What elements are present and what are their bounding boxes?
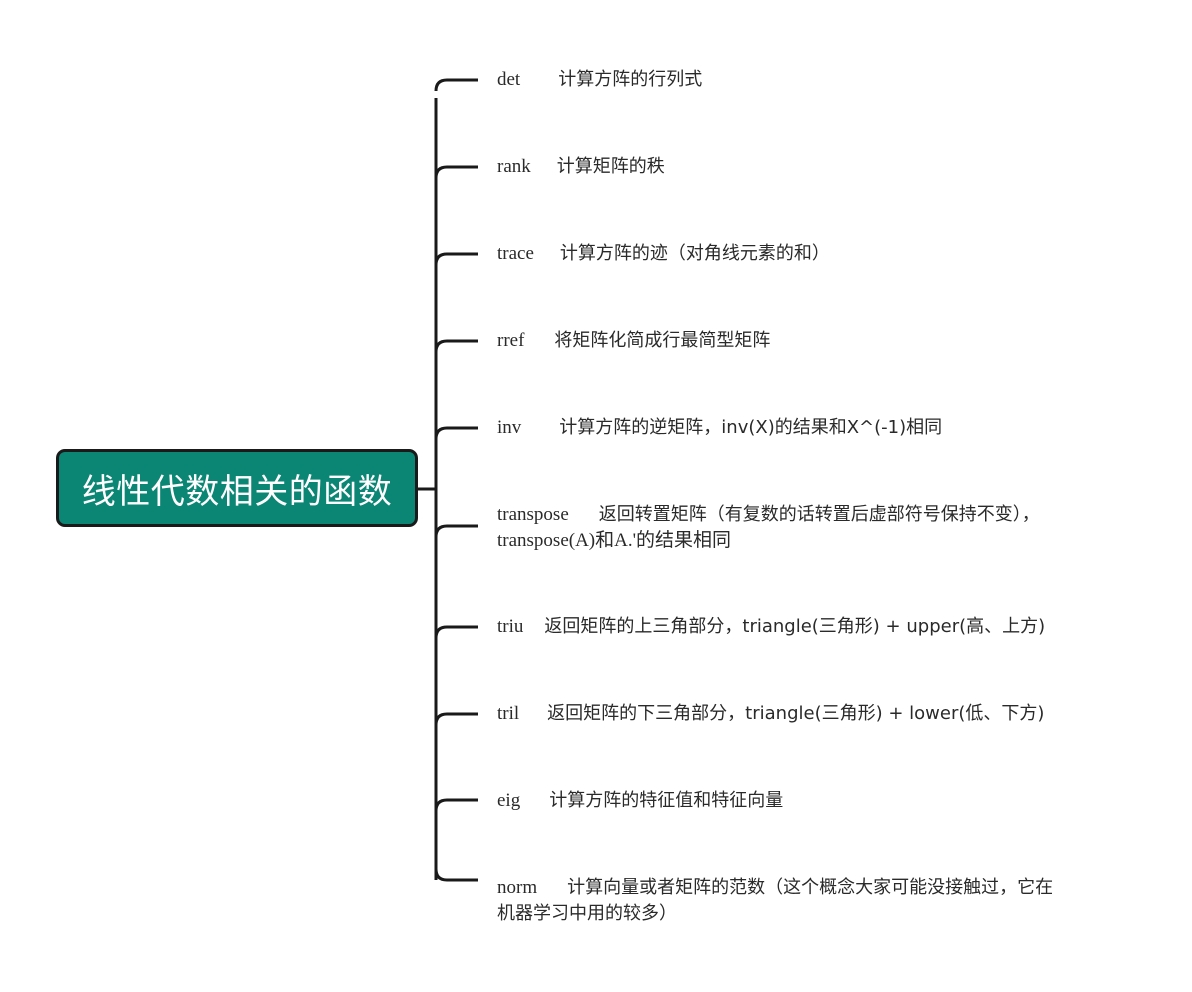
function-description: 返回转置矩阵（有复数的话转置后虚部符号保持不变）， <box>598 504 1040 525</box>
branch-rref[interactable]: rref 将矩阵化简成行最简型矩阵 <box>497 328 1137 354</box>
function-name: det <box>497 69 521 90</box>
function-name: rank <box>497 156 531 177</box>
branch-connector-rank <box>434 165 478 179</box>
root-node[interactable]: 线性代数相关的函数 <box>56 449 418 527</box>
function-description: 计算方阵的逆矩阵，inv(X)的结果和X^(-1)相同 <box>559 417 943 438</box>
function-name: trace <box>497 243 534 264</box>
branch-tril[interactable]: tril 返回矩阵的下三角部分，triangle(三角形) + lower(低、下… <box>497 701 1137 727</box>
function-name: rref <box>497 330 525 351</box>
branch-det[interactable]: det 计算方阵的行列式 <box>497 67 1137 93</box>
function-name: tril <box>497 703 520 724</box>
branch-connector-rref <box>434 339 478 353</box>
function-name: triu <box>497 616 524 637</box>
function-name: eig <box>497 790 521 811</box>
branch-connector-triu <box>434 625 478 639</box>
root-label: 线性代数相关的函数 <box>81 471 393 512</box>
function-name: transpose <box>497 504 569 525</box>
branch-transpose[interactable]: transpose 返回转置矩阵（有复数的话转置后虚部符号保持不变）， trans… <box>497 502 1137 554</box>
branch-norm[interactable]: norm 计算向量或者矩阵的范数（这个概念大家可能没接触过，它在 机器学习中用的较… <box>497 875 1137 927</box>
function-description-line2: transpose(A)和A.'的结果相同 <box>497 530 732 551</box>
branch-rank[interactable]: rank 计算矩阵的秩 <box>497 154 1137 180</box>
function-description: 返回矩阵的上三角部分，triangle(三角形) + upper(高、上方) <box>544 616 1046 637</box>
function-name: inv <box>497 417 522 438</box>
function-description: 返回矩阵的下三角部分，triangle(三角形) + lower(低、下方) <box>547 703 1045 724</box>
branch-eig[interactable]: eig 计算方阵的特征值和特征向量 <box>497 788 1137 814</box>
branch-connector-inv <box>434 426 478 440</box>
function-description: 计算矩阵的秩 <box>556 156 665 177</box>
branch-connector-norm <box>434 868 478 882</box>
branch-trace[interactable]: trace 计算方阵的迹（对角线元素的和） <box>497 241 1137 267</box>
branch-connector-det <box>434 78 478 92</box>
function-description-line2: 机器学习中用的较多） <box>497 903 677 924</box>
branch-connector-tril <box>434 712 478 726</box>
branch-connector-trace <box>434 252 478 266</box>
function-description: 计算方阵的迹（对角线元素的和） <box>559 243 830 264</box>
branch-triu[interactable]: triu 返回矩阵的上三角部分，triangle(三角形) + upper(高、上… <box>497 614 1137 640</box>
branch-connector-transpose <box>434 524 478 538</box>
branch-connector-eig <box>434 798 478 812</box>
function-name: norm <box>497 877 538 898</box>
branch-inv[interactable]: inv 计算方阵的逆矩阵，inv(X)的结果和X^(-1)相同 <box>497 415 1137 441</box>
function-description: 计算向量或者矩阵的范数（这个概念大家可能没接触过，它在 <box>567 877 1054 898</box>
function-description: 将矩阵化简成行最简型矩阵 <box>554 330 771 351</box>
function-description: 计算方阵的行列式 <box>558 69 703 90</box>
function-description: 计算方阵的特征值和特征向量 <box>549 790 784 811</box>
